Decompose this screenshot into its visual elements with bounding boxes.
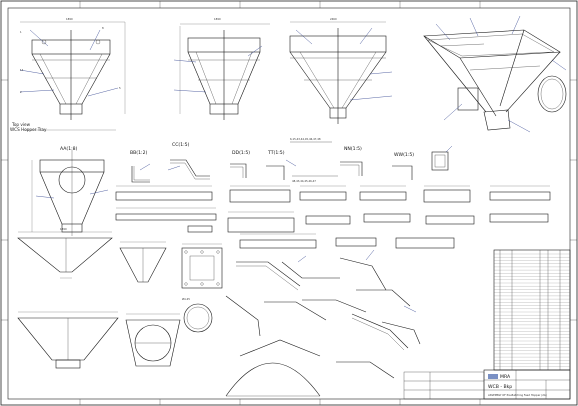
top-view-note-line2: WCS Hopper Tray	[10, 127, 47, 132]
section-tt-label: TT(1:5)	[267, 150, 285, 156]
svg-text:2460: 2460	[330, 17, 337, 21]
svg-text:14: 14	[20, 68, 24, 72]
section-dd: DD(1:5)	[230, 150, 250, 178]
revision-block	[403, 371, 485, 400]
section-ww: WW(1:5)	[392, 145, 453, 180]
svg-text:1890: 1890	[214, 17, 221, 21]
section-bb: BB(1:2)	[130, 150, 151, 183]
section-tt: TT(1:5)	[266, 150, 297, 180]
flat-pattern-hopper-side	[17, 311, 119, 369]
section-nn-label: NN(1:5)	[344, 146, 362, 152]
section-bb-label: BB(1:2)	[130, 150, 147, 156]
title-block-subtitle: ASSEMBLY OF Pre-Batching Feed Hopper (2A…	[488, 393, 547, 397]
part-details-row-2	[115, 207, 549, 233]
sheet-border-inner	[7, 7, 571, 400]
hopper-isometric-view	[423, 15, 567, 133]
top-view-note: Top view WCS Hopper Tray	[10, 122, 47, 132]
svg-text:2: 2	[20, 90, 22, 94]
parts-list-table	[493, 249, 571, 371]
parts-list-rows	[494, 253, 570, 371]
section-dd-label: DD(1:5)	[232, 150, 250, 156]
bent-strip-details	[225, 249, 421, 397]
title-block: MRA WCB - Bkp ASSEMBLY OF Pre-Batching F…	[483, 369, 571, 400]
svg-text:Ø4-25: Ø4-25	[182, 296, 190, 301]
svg-text:1: 1	[20, 30, 22, 34]
flat-pattern-trapezoid-large: 1890	[17, 227, 113, 279]
hopper-side-view: 1890	[173, 17, 270, 120]
title-block-title: WCB - Bkp	[488, 384, 512, 390]
flat-pattern-flange-circle	[125, 313, 181, 367]
part-details-row-3	[187, 225, 455, 249]
section-nn: NN(1:5) 6,15,43,44,45,46,47,48 48,43,44,…	[290, 137, 363, 183]
svg-text:6,15,43,44,45,46,47,48: 6,15,43,44,45,46,47,48	[290, 137, 321, 141]
hopper-end-view: 2460	[289, 17, 393, 124]
angle-bracket-details	[336, 313, 409, 379]
svg-text:1890: 1890	[60, 227, 67, 231]
section-cc-label: CC(1:5)	[172, 142, 190, 148]
part-details-row-1	[115, 185, 551, 203]
svg-text:5: 5	[119, 86, 121, 90]
svg-text:48,43,44,45,46,47: 48,43,44,45,46,47	[292, 179, 316, 183]
flange-plate-detail	[181, 243, 223, 289]
flat-pattern-funnel	[119, 241, 167, 283]
company-logo	[488, 374, 498, 379]
title-block-company: MRA	[500, 374, 511, 380]
section-cc: CC(1:5)	[167, 142, 210, 180]
section-aa: AA(1:8)	[31, 146, 109, 236]
section-ww-label: WW(1:5)	[394, 152, 414, 158]
section-aa-label: AA(1:8)	[60, 146, 78, 152]
svg-text:8: 8	[102, 26, 104, 30]
svg-text:1890: 1890	[66, 17, 73, 21]
hopper-front-view: 1 14 2 5 8 1890	[19, 17, 126, 131]
top-view-note-line1: Top view	[11, 122, 31, 127]
ring-detail: Ø4-25	[182, 296, 213, 333]
